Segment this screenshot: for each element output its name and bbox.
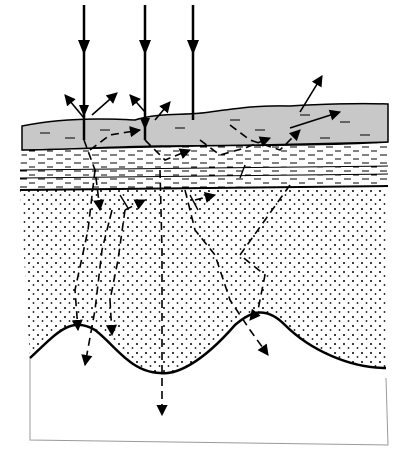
dermis-layer: [20, 186, 388, 373]
reflected-ray: [130, 95, 145, 112]
subcutaneous-region: [30, 358, 388, 445]
reflected-ray: [92, 93, 117, 115]
